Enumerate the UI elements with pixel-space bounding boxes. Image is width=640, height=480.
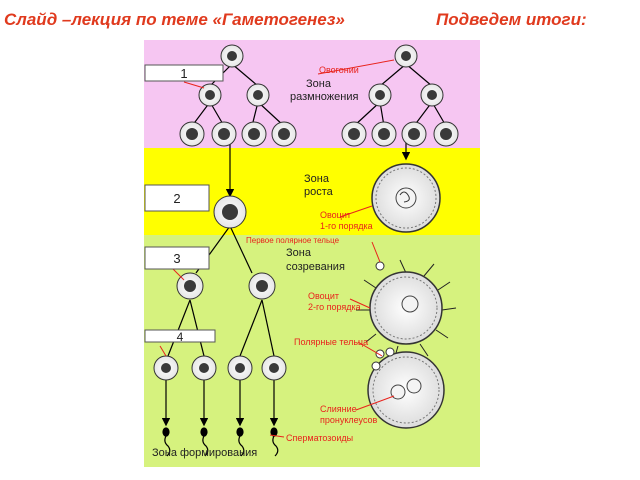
spermatogonium-cell xyxy=(198,83,222,107)
spermatocyte-2-cell xyxy=(248,272,276,300)
sperm-icon xyxy=(162,427,171,457)
zone-growth-label-1: Зона xyxy=(304,173,330,185)
svg-text:2: 2 xyxy=(173,191,180,206)
svg-text:4: 4 xyxy=(177,330,184,344)
sperm-icon xyxy=(200,427,209,457)
oogonium-cell xyxy=(371,121,397,147)
fusion-label-1: Слияние xyxy=(320,404,357,414)
oogonium-cell xyxy=(341,121,367,147)
oocyte2-label-1: Овоцит xyxy=(308,291,339,301)
oocyte1-label-2: 1-го порядка xyxy=(320,221,373,231)
oogonium-cell xyxy=(368,83,392,107)
slide-header: Слайд –лекция по теме «Гаметогенез» Подв… xyxy=(0,10,640,36)
spermatogonium-cell xyxy=(220,44,244,68)
spermatogonium-cell xyxy=(241,121,267,147)
label-pointers xyxy=(159,59,395,438)
zone-maturation-band xyxy=(144,235,480,467)
spermatogonium-cell xyxy=(246,83,270,107)
first-polar-body-label: Первое полярное тельце xyxy=(246,236,340,245)
spermatid-cell xyxy=(153,355,179,381)
spermatid-cell xyxy=(261,355,287,381)
spermatogonium-cell xyxy=(179,121,205,147)
gametogenesis-diagram: 1 2 3 4 Овогонии Зона размножения Зона р… xyxy=(144,40,480,467)
oogonium-cell xyxy=(401,121,427,147)
spermatocyte-1-cell xyxy=(213,195,247,229)
svg-text:3: 3 xyxy=(173,251,180,266)
oogonium-cell xyxy=(394,44,418,68)
zone-growth-label-2: роста xyxy=(304,186,334,198)
spermatid-cell xyxy=(227,355,253,381)
oocyte1-label-1: Овоцит xyxy=(320,210,351,220)
zone-maturation-label-1: Зона xyxy=(286,247,312,259)
number-box-2: 2 xyxy=(144,184,210,212)
oocyte-first-order xyxy=(371,163,441,233)
oocyte2-label-2: 2-го порядка xyxy=(308,302,361,312)
sperm-icon xyxy=(236,427,245,457)
zone-maturation-label-2: созревания xyxy=(286,261,345,273)
slide-title: Слайд –лекция по теме «Гаметогенез» xyxy=(4,10,345,29)
sperm-row xyxy=(162,427,279,457)
oogonium-cell xyxy=(433,121,459,147)
number-box-1: 1 xyxy=(144,64,224,82)
zone-formation-label: Зона формирования xyxy=(152,447,257,459)
spermatozoa-label: Сперматозоиды xyxy=(286,433,353,443)
zone-multiplication-label-1: Зона xyxy=(306,78,332,90)
spermatogonium-cell xyxy=(271,121,297,147)
oocyte-second-order xyxy=(356,259,457,361)
spermatogonium-cell xyxy=(211,121,237,147)
zone-multiplication-label-2: размножения xyxy=(290,91,358,103)
oogonia-label: Овогонии xyxy=(319,65,359,75)
number-box-4: 4 xyxy=(144,329,216,344)
oogonium-cell xyxy=(420,83,444,107)
male-cells xyxy=(153,44,297,381)
number-box-3: 3 xyxy=(144,246,210,270)
spermatid-cell xyxy=(191,355,217,381)
fusion-label-2: пронуклеусов xyxy=(320,415,378,425)
svg-text:1: 1 xyxy=(180,66,187,81)
female-cells xyxy=(341,44,459,147)
summary-heading: Подведем итоги: xyxy=(436,10,587,29)
polar-bodies-label: Полярные тельца xyxy=(294,337,368,347)
zygote-cell xyxy=(367,347,445,429)
